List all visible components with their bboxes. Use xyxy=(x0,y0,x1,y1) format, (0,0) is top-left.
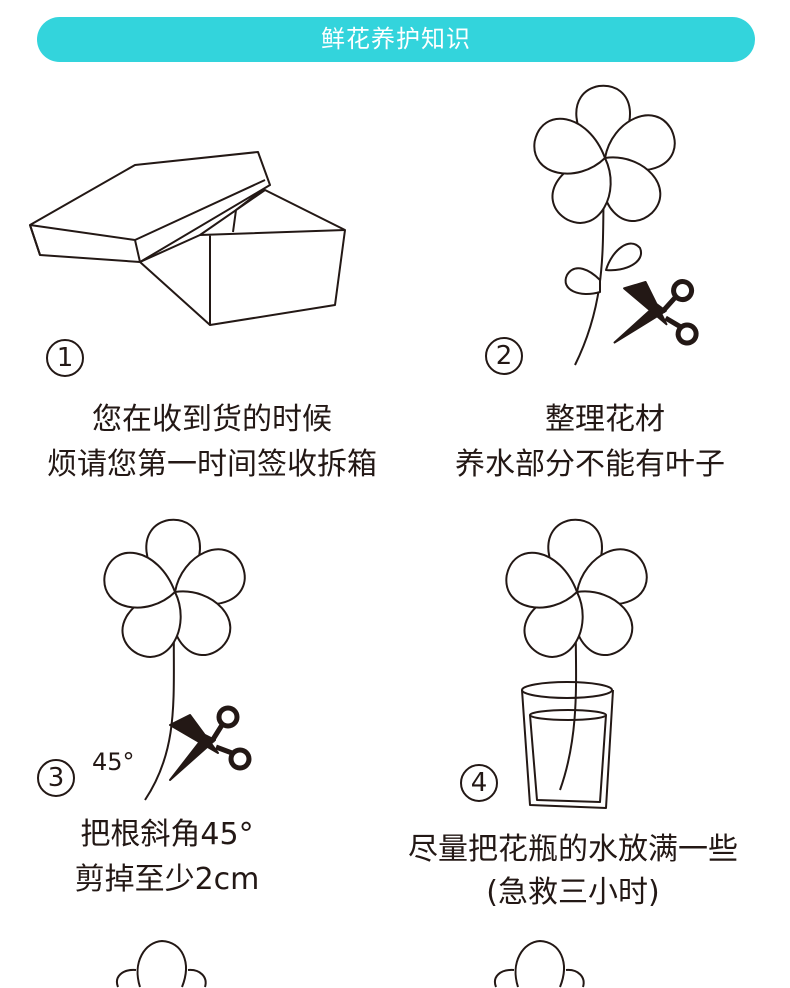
step-1-line-2: 烦请您第一时间签收拆箱 xyxy=(47,447,377,482)
step-number-1: 1 xyxy=(46,339,84,377)
step-3-line-2: 剪掉至少2cm xyxy=(74,862,260,897)
step-4-line-1: 尽量把花瓶的水放满一些 xyxy=(408,832,738,867)
step-2-line-1: 整理花材 xyxy=(545,402,665,437)
step-number-2: 2 xyxy=(485,337,523,375)
step-number-3: 3 xyxy=(37,759,75,797)
step-1-line-1: 您在收到货的时候 xyxy=(92,402,332,437)
flower-trim-illustration xyxy=(527,86,704,366)
step-2-line-2: 养水部分不能有叶子 xyxy=(455,447,725,482)
step-3-line-1: 把根斜角45° xyxy=(80,817,254,852)
flower-partial-illustration xyxy=(116,940,585,988)
box-illustration xyxy=(29,151,346,326)
section-title-banner: 鲜花养护知识 xyxy=(37,17,755,62)
angle-label: 45° xyxy=(92,748,135,776)
section-title: 鲜花养护知识 xyxy=(321,25,471,53)
step-4-line-2: (急救三小时) xyxy=(486,875,660,910)
flower-vase-illustration xyxy=(499,520,653,809)
step-number-4: 4 xyxy=(460,764,498,802)
flower-cut-illustration xyxy=(97,520,251,801)
